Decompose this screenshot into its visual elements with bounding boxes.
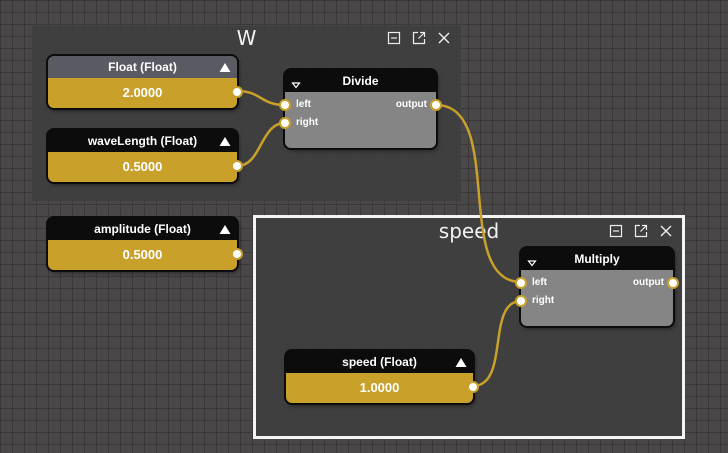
- minimize-icon[interactable]: [609, 224, 623, 238]
- triangle-up-icon[interactable]: [219, 224, 231, 235]
- value-field[interactable]: 0.5000: [48, 152, 237, 182]
- output-label: output: [395, 99, 427, 110]
- node-body: left right output: [521, 270, 673, 326]
- output-port[interactable]: [231, 86, 243, 98]
- close-icon[interactable]: [659, 224, 673, 238]
- divide-node[interactable]: Divide left right output: [279, 70, 442, 148]
- node-body: left right output: [285, 92, 436, 148]
- node-title: amplitude (Float): [94, 222, 191, 236]
- input-label-right: right: [532, 295, 555, 306]
- triangle-up-icon[interactable]: [219, 136, 231, 147]
- float-value-node[interactable]: Float (Float) 2.0000: [48, 56, 243, 108]
- value-field[interactable]: 1.0000: [286, 373, 473, 403]
- triangle-up-icon[interactable]: [455, 357, 467, 368]
- node-header[interactable]: speed (Float): [286, 351, 473, 373]
- input-port-right[interactable]: [279, 117, 291, 129]
- node-header[interactable]: Float (Float): [48, 56, 237, 78]
- input-port-left[interactable]: [515, 277, 527, 289]
- node-title: Multiply: [574, 252, 620, 266]
- node-title: speed (Float): [342, 355, 417, 369]
- output-port[interactable]: [467, 381, 479, 393]
- output-port[interactable]: [430, 99, 442, 111]
- fold-triangle-icon[interactable]: [527, 253, 537, 267]
- output-label: output: [632, 277, 664, 288]
- node-title: waveLength (Float): [87, 134, 198, 148]
- node-title: Divide: [342, 74, 379, 88]
- input-port-right[interactable]: [515, 295, 527, 307]
- minimize-icon[interactable]: [387, 31, 401, 45]
- popout-icon[interactable]: [634, 224, 648, 238]
- node-header[interactable]: Divide: [285, 70, 436, 92]
- node-header[interactable]: Multiply: [521, 248, 673, 270]
- multiply-node[interactable]: Multiply left right output: [515, 248, 679, 326]
- input-label-left: left: [296, 99, 311, 110]
- output-port[interactable]: [231, 160, 243, 172]
- input-port-left[interactable]: [279, 99, 291, 111]
- input-label-left: left: [532, 277, 547, 288]
- node-title: Float (Float): [108, 60, 177, 74]
- value-field[interactable]: 2.0000: [48, 78, 237, 108]
- fold-triangle-icon[interactable]: [291, 75, 301, 89]
- frame-title: W: [236, 26, 257, 50]
- input-label-right: right: [296, 117, 319, 128]
- speed-value-node[interactable]: speed (Float) 1.0000: [286, 351, 479, 403]
- amplitude-value-node[interactable]: amplitude (Float) 0.5000: [48, 218, 243, 270]
- popout-icon[interactable]: [412, 31, 426, 45]
- node-header[interactable]: waveLength (Float): [48, 130, 237, 152]
- output-port[interactable]: [231, 248, 243, 260]
- node-header[interactable]: amplitude (Float): [48, 218, 237, 240]
- triangle-up-icon[interactable]: [219, 62, 231, 73]
- close-icon[interactable]: [437, 31, 451, 45]
- value-field[interactable]: 0.5000: [48, 240, 237, 270]
- output-port[interactable]: [667, 277, 679, 289]
- wavelength-value-node[interactable]: waveLength (Float) 0.5000: [48, 130, 243, 182]
